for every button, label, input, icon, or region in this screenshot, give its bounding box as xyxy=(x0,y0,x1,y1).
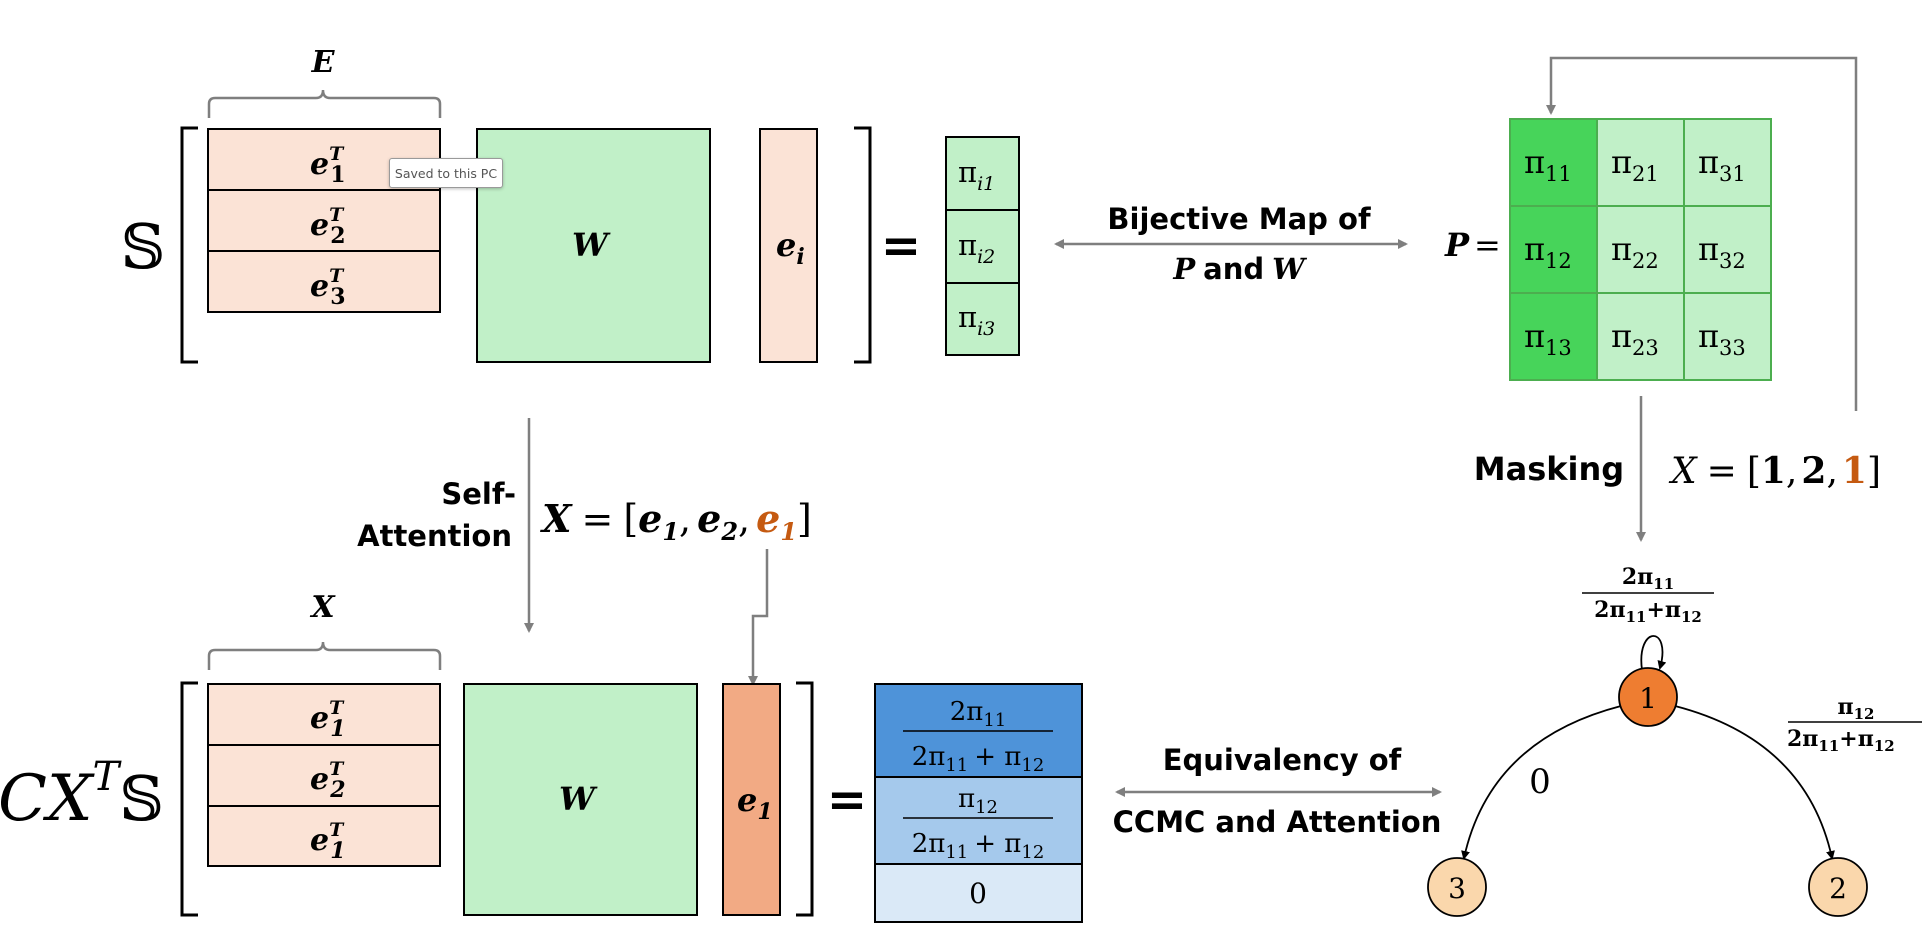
self-attention: Self- Attention X=[e1,e2,e1] xyxy=(357,418,812,686)
pi-i3-cell xyxy=(945,282,1020,356)
P-equals: = xyxy=(1474,226,1501,264)
result-2-num: π12 xyxy=(958,784,998,818)
P-grid: π11 π21 π31 π12 π22 π32 π13 π23 π33 xyxy=(1509,118,1772,381)
P-matrix: P = π11 π21 π31 π12 π22 π32 π13 π23 π33 xyxy=(1444,118,1772,381)
self-attention-line1: Self- xyxy=(441,477,516,511)
self-attention-sequence: X=[e1,e2,e1] xyxy=(540,496,812,546)
equivalency-line1: Equivalency of xyxy=(1163,743,1402,777)
self-attention-line2: Attention xyxy=(357,519,512,553)
feedback-arrow xyxy=(1546,56,1858,411)
e1-selection-arrow xyxy=(748,549,769,686)
top-left-bracket xyxy=(180,126,198,364)
pi-i3: πi3 xyxy=(958,300,995,340)
node-2 xyxy=(1808,857,1868,917)
P-cell-23 xyxy=(1596,292,1685,381)
edge-1-to-3 xyxy=(1461,705,1622,860)
node-2-label: 2 xyxy=(1829,872,1847,905)
result-cell-2 xyxy=(874,776,1083,865)
P-cell-label: π21 xyxy=(1611,143,1659,186)
ei-label: ei xyxy=(776,226,805,270)
node-3 xyxy=(1427,857,1487,917)
masking: Masking X=[1,2,1] xyxy=(1474,396,1881,542)
P-cell-32 xyxy=(1683,205,1772,294)
P-cell-31 xyxy=(1683,118,1772,207)
P-cell-label: π31 xyxy=(1698,143,1746,186)
P-cell-label: π32 xyxy=(1698,230,1746,273)
masking-sequence: X=[1,2,1] xyxy=(1668,450,1881,492)
X-matrix xyxy=(207,683,441,867)
e1-label: e1 xyxy=(737,781,773,825)
bijective-line1: Bijective Map of xyxy=(1107,202,1371,236)
W-matrix xyxy=(476,128,711,363)
E-brace xyxy=(207,89,442,118)
P-cell-label: π22 xyxy=(1611,230,1659,273)
P-cell-label: π12 xyxy=(1524,230,1572,273)
e1-vector xyxy=(722,683,781,916)
top-operator: 𝕊 xyxy=(121,210,166,283)
pi-i1: πi1 xyxy=(958,155,995,195)
pi-i2-cell xyxy=(945,209,1020,284)
result-1-num: 2π11 xyxy=(950,697,1007,731)
pi-i1-cell xyxy=(945,136,1020,211)
result-1-den: 2π11+ π12 xyxy=(912,742,1045,776)
node-1 xyxy=(1618,667,1678,727)
result-2-den: 2π11+ π12 xyxy=(912,829,1045,863)
P-cell-label: π11 xyxy=(1524,143,1572,186)
bottom-operator: CXT𝕊 xyxy=(0,754,164,836)
edge-1-to-2 xyxy=(1674,705,1835,860)
equivalency: Equivalency of CCMC and Attention xyxy=(1113,743,1442,839)
P-cell-label: π13 xyxy=(1524,317,1572,360)
equivalency-line2: CCMC and Attention xyxy=(1113,805,1442,839)
bottom-equals: = xyxy=(827,772,867,828)
node-1-label: 1 xyxy=(1639,682,1657,715)
result-cell-3 xyxy=(874,863,1083,923)
E-label: E xyxy=(311,45,336,80)
edge-1-to-2-num: π12 xyxy=(1838,694,1875,723)
top-right-bracket xyxy=(854,126,872,364)
saved-tooltip: Saved to this PC xyxy=(389,158,503,188)
W-matrix-bottom xyxy=(463,683,698,916)
W-label: W xyxy=(572,226,611,264)
W-label-bottom: W xyxy=(559,780,598,818)
P-cell-33 xyxy=(1683,292,1772,381)
bottom-right-bracket xyxy=(796,681,814,917)
masking-label: Masking xyxy=(1474,450,1624,488)
P-cell-13 xyxy=(1509,292,1598,381)
self-loop-den: 2π11+π12 xyxy=(1594,597,1702,626)
P-label: P xyxy=(1444,226,1470,264)
self-loop-num: 2π11 xyxy=(1622,564,1674,593)
node-3-label: 3 xyxy=(1448,872,1466,905)
P-cell-label: π33 xyxy=(1698,317,1746,360)
P-cell-21 xyxy=(1596,118,1685,207)
ei-vector xyxy=(759,128,818,363)
bottom-left-bracket xyxy=(180,681,198,917)
pi-i2: πi2 xyxy=(958,228,995,268)
P-cell-12 xyxy=(1509,205,1598,294)
edge-1-to-3-label: 0 xyxy=(1529,762,1551,802)
top-equals: = xyxy=(881,218,921,274)
X-brace xyxy=(207,641,442,670)
result-3: 0 xyxy=(969,877,987,910)
P-cell-22 xyxy=(1596,205,1685,294)
self-loop-edge xyxy=(1640,635,1667,671)
markov-chain: 2π11 2π11+π12 0 π12 2π11+π12 1 3 2 xyxy=(1427,564,1922,917)
edge-1-to-2-den: 2π11+π12 xyxy=(1787,726,1895,755)
P-cell-label: π23 xyxy=(1611,317,1659,360)
X-label: X xyxy=(309,590,336,625)
